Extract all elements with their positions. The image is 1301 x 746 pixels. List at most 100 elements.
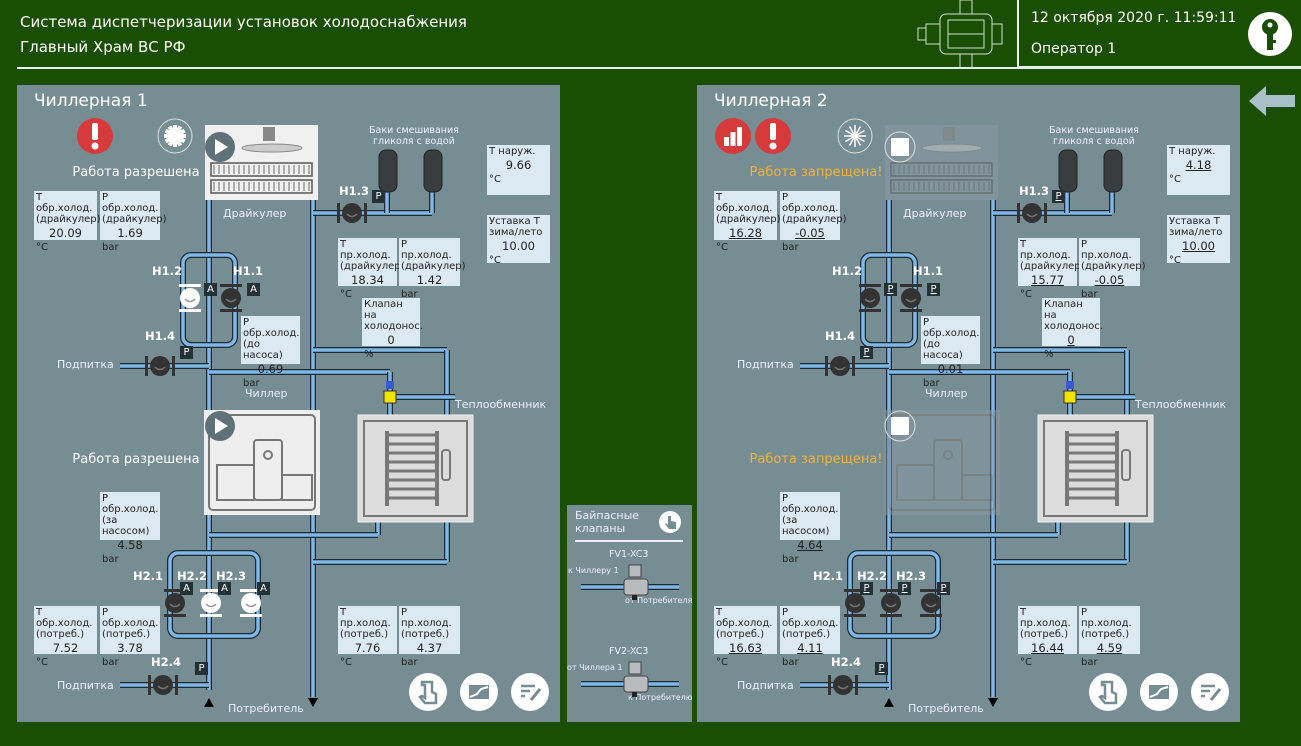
sensor-label: Т пр.холод. (драйкулер) — [340, 239, 405, 272]
sensor-value[interactable]: 4.18 — [1185, 158, 1212, 172]
pump-mode-badge[interactable]: A — [204, 283, 217, 296]
sensor-label: Т обр.холод. (драйкулер) — [36, 192, 101, 225]
sensor-value[interactable]: 4.64 — [797, 538, 823, 552]
pump-label: Н2.4 — [831, 655, 861, 669]
sensor-value[interactable]: 0.01 — [937, 362, 964, 376]
sensor-label: Клапан на холодонос. — [1044, 299, 1103, 332]
pump-h14[interactable] — [145, 356, 175, 376]
sensor-value[interactable]: 0 — [1067, 333, 1075, 347]
pump-label: Н1.4 — [825, 329, 855, 343]
pump-h12[interactable] — [859, 284, 881, 312]
stop-square-icon[interactable] — [884, 410, 916, 442]
pump-h21[interactable] — [844, 589, 866, 617]
sensor-value[interactable]: -0.05 — [795, 226, 825, 240]
pump-h24[interactable] — [828, 675, 858, 695]
pump-h24[interactable] — [148, 675, 178, 695]
sensor-value[interactable]: 4.11 — [797, 641, 823, 655]
pump-mode-badge[interactable]: A — [180, 582, 193, 595]
stop-square-icon[interactable] — [884, 131, 916, 163]
pump-h12[interactable] — [179, 284, 201, 312]
flow-up-arrow-icon — [204, 698, 214, 707]
manual-control-button[interactable] — [1089, 673, 1127, 711]
pump-h14[interactable] — [825, 356, 855, 376]
pump-mode-badge[interactable]: Р — [937, 582, 950, 595]
pump-h11[interactable] — [220, 284, 242, 312]
pump-mode-badge[interactable]: Р — [372, 190, 385, 203]
pump-mode-badge[interactable]: A — [247, 283, 260, 296]
pump-mode-badge[interactable]: Р — [898, 582, 911, 595]
sensor-value[interactable]: 10.00 — [1182, 239, 1215, 253]
sensor-value[interactable]: 4.59 — [1096, 641, 1123, 655]
alarm-exclamation-icon[interactable] — [755, 118, 791, 154]
sensor-unit: bar — [782, 554, 799, 565]
pump-mode-badge[interactable]: Р — [860, 346, 873, 359]
heat-exchanger[interactable] — [1037, 414, 1154, 523]
alarm-bars-icon[interactable] — [715, 118, 751, 154]
sensor-tpr-dry: Т пр.холод. (драйкулер)18.34°C — [338, 238, 405, 300]
sensor-label: Р обр.холод. (потреб.) — [102, 607, 159, 640]
drycooler-unit[interactable] — [885, 125, 998, 200]
trends-button[interactable] — [1140, 673, 1178, 711]
sensor-unit: °C — [1020, 289, 1032, 300]
pump-mode-badge[interactable]: Р — [1052, 190, 1065, 203]
pump-h23[interactable] — [920, 589, 942, 617]
manual-control-button[interactable] — [409, 673, 447, 711]
pump-h11[interactable] — [900, 284, 922, 312]
sensor-value[interactable]: 15.77 — [1031, 273, 1064, 287]
pump-mode-badge[interactable]: Р — [180, 346, 193, 359]
pump-mode-badge[interactable]: Р — [875, 662, 888, 675]
pump-mode-badge[interactable]: Р — [195, 662, 208, 675]
run-play-icon[interactable] — [205, 132, 235, 162]
trends-button[interactable] — [460, 673, 498, 711]
sensor-label: Т наруж. — [489, 146, 536, 157]
pump-mode-badge[interactable]: A — [257, 582, 270, 595]
chiller-unit[interactable] — [884, 410, 1000, 515]
bypass-valve[interactable] — [567, 656, 692, 746]
pump-mode-badge[interactable]: Р — [927, 283, 940, 296]
pump-h22[interactable] — [200, 589, 222, 617]
alarm-exclamation-icon[interactable] — [77, 118, 113, 154]
pump-h13[interactable] — [1017, 203, 1047, 223]
pump-label: Н2.2 — [177, 569, 207, 583]
label-makeup1: Подпитка — [57, 358, 114, 371]
sensor-value[interactable]: 16.28 — [729, 226, 762, 240]
sensor-label: Р обр.холод. (до насоса) — [923, 317, 980, 361]
control-valve[interactable] — [383, 390, 397, 404]
pump-mode-badge[interactable]: A — [218, 582, 231, 595]
pump-h23[interactable] — [240, 589, 262, 617]
pump-h13[interactable] — [337, 203, 367, 223]
pump-h22[interactable] — [880, 589, 902, 617]
login-button[interactable] — [1248, 12, 1292, 56]
pump-label: Н1.1 — [913, 264, 943, 278]
settings-button[interactable] — [511, 673, 549, 711]
sensor-unit: °C — [716, 657, 728, 668]
sensor-unit: bar — [1081, 657, 1098, 668]
sensor-value[interactable]: -0.05 — [1094, 273, 1125, 287]
back-arrow-icon[interactable] — [1249, 86, 1295, 116]
sensor-value[interactable]: 16.63 — [729, 641, 762, 655]
pump-mode-badge[interactable]: Р — [860, 582, 873, 595]
sensor-value: 9.66 — [505, 158, 532, 172]
bypass-valve-id: FV2-XC3 — [609, 646, 649, 657]
building-plan-logo[interactable] — [912, 0, 1012, 69]
sensor-unit: °C — [340, 289, 352, 300]
trend-chart-icon — [469, 685, 489, 699]
settings-button[interactable] — [1191, 673, 1229, 711]
bypass-valve[interactable] — [567, 559, 692, 649]
heat-exchanger[interactable] — [357, 414, 474, 523]
sensor-label: Т пр.холод. (потреб.) — [1020, 607, 1071, 640]
bypass-title: Байпасные клапаны — [575, 509, 640, 535]
control-valve[interactable] — [1063, 390, 1077, 404]
pump-h21[interactable] — [164, 589, 186, 617]
bypass-manual-button[interactable] — [659, 511, 681, 533]
sensor-value[interactable]: 16.44 — [1031, 641, 1064, 655]
run-play-icon[interactable] — [205, 411, 235, 441]
sensor-unit: °C — [340, 657, 352, 668]
pump-label: Н1.2 — [152, 264, 182, 278]
pump-mode-badge[interactable]: Р — [884, 283, 897, 296]
operator-name[interactable]: Оператор 1 — [1031, 41, 1117, 57]
